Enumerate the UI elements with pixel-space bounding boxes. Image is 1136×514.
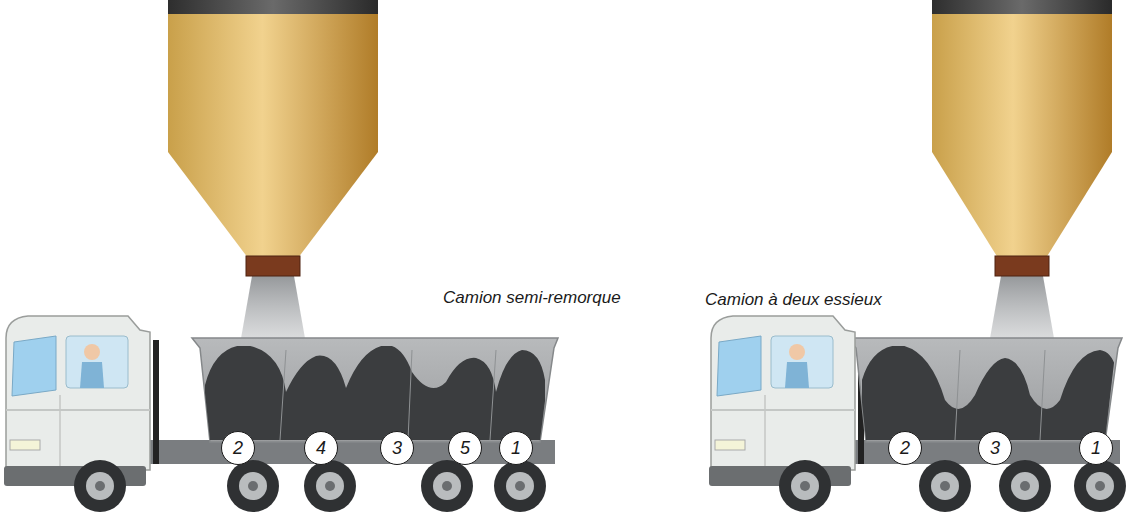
callout-circle: 5 [448, 431, 482, 465]
callout-circle: 2 [888, 431, 922, 465]
callout-number: 3 [990, 439, 1000, 457]
callout-circle: 3 [380, 431, 414, 465]
callout-number: 5 [460, 439, 470, 457]
callout-number: 2 [900, 439, 910, 457]
callout-circle: 2 [221, 431, 255, 465]
callout-number: 3 [392, 439, 402, 457]
callout-number: 1 [511, 439, 521, 457]
callout-circle: 1 [1079, 431, 1113, 465]
truck-caption: Camion semi-remorque [443, 288, 621, 308]
callout-number: 1 [1091, 439, 1101, 457]
callout-circle: 4 [304, 431, 338, 465]
truck-caption: Camion à deux essieux [705, 290, 882, 310]
callout-circle: 1 [499, 431, 533, 465]
callout-number: 4 [316, 439, 326, 457]
callout-circle: 3 [978, 431, 1012, 465]
callout-number: 2 [233, 439, 243, 457]
